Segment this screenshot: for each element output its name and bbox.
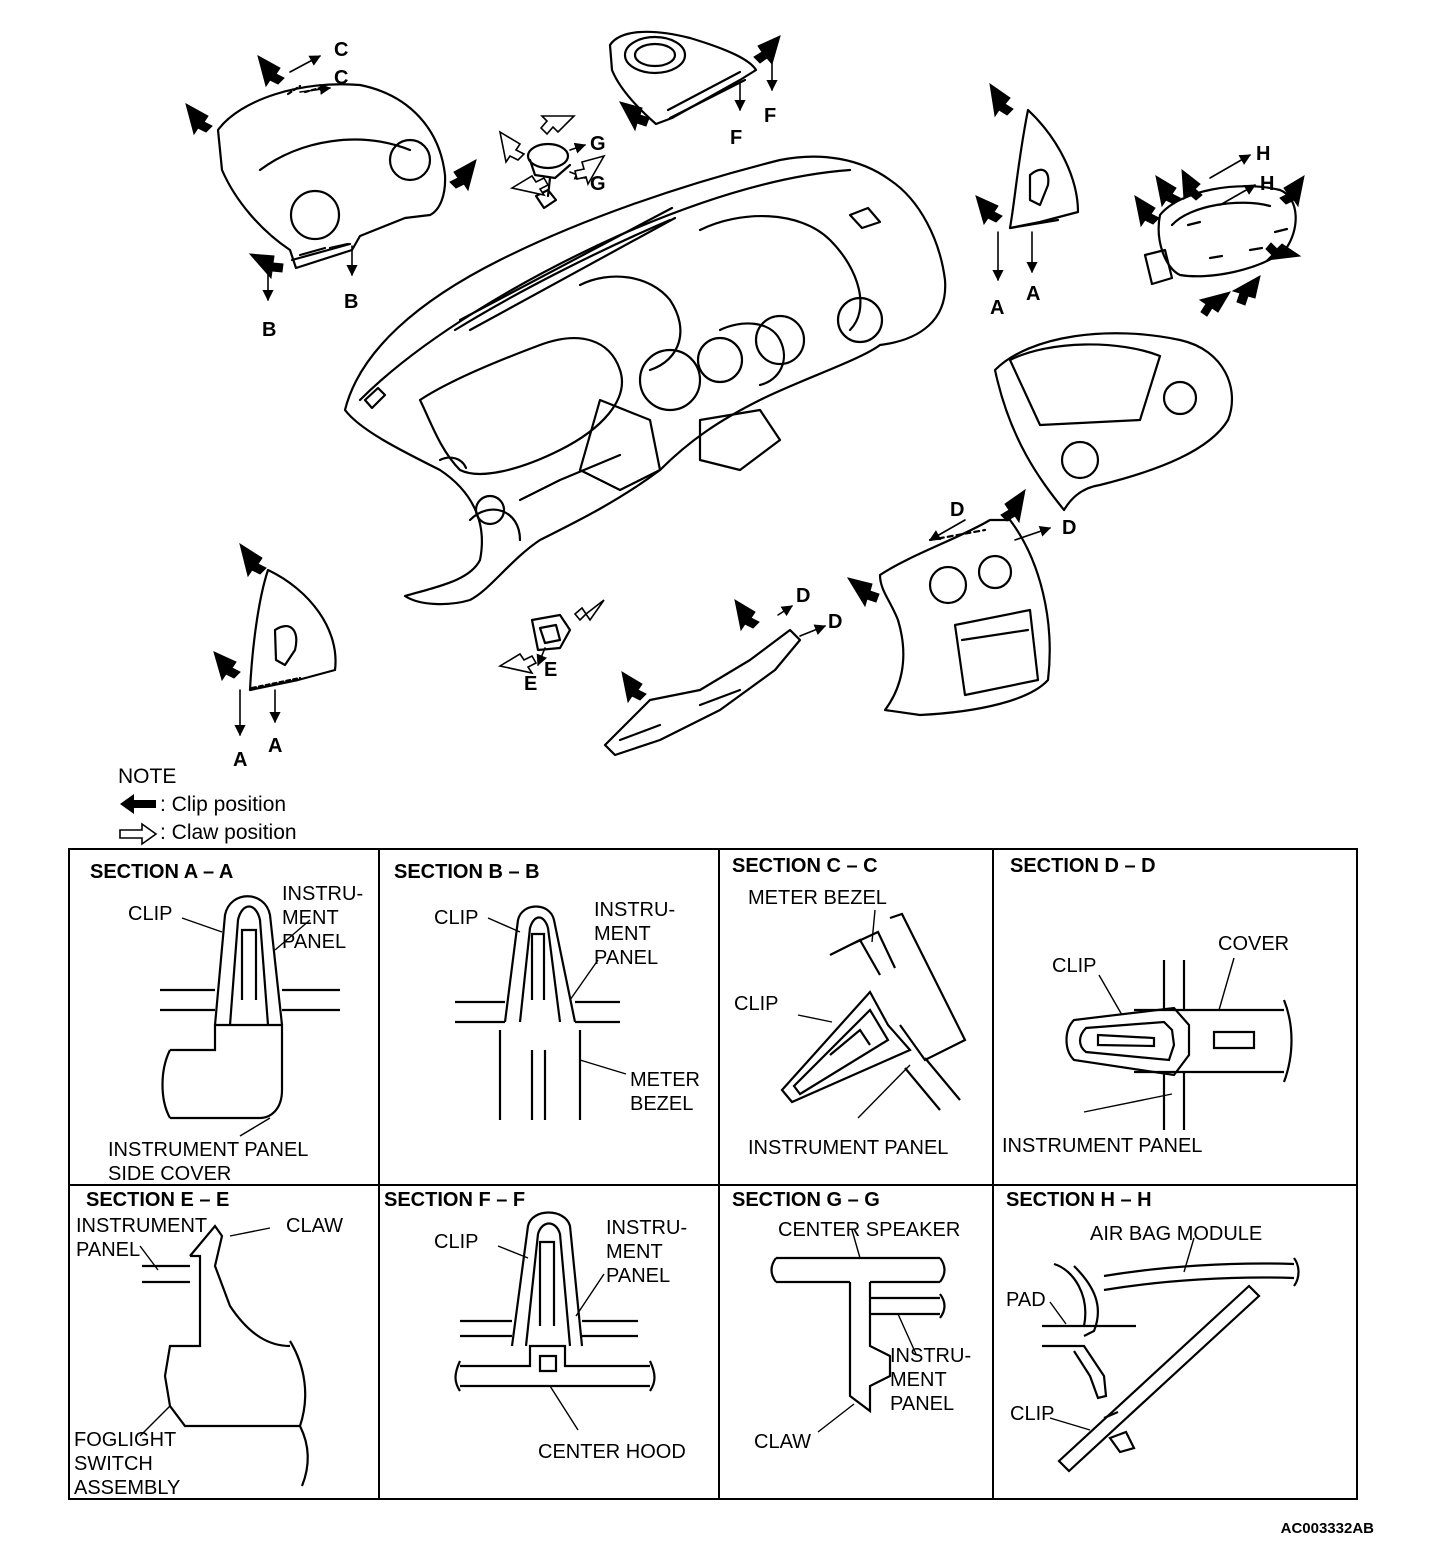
callout-f-2: F xyxy=(764,105,777,127)
section-f-instrument-panel-label: INSTRU- MENT PANEL xyxy=(606,1217,688,1287)
center-speaker-part xyxy=(526,142,572,210)
callout-g-1: G xyxy=(590,133,606,155)
section-h-drawing xyxy=(1042,1237,1300,1473)
section-g-drawing xyxy=(770,1229,946,1433)
section-d-panel: SECTION D – D CLIP COVER INSTRUMENT PANE… xyxy=(994,850,1356,1186)
section-e-instrument-panel-label: INSTRUMENT PANEL xyxy=(76,1215,208,1261)
foglight-switch-part xyxy=(530,613,572,652)
section-d-instrument-panel-label: INSTRUMENT PANEL xyxy=(1002,1135,1203,1157)
legend-clip-arrow xyxy=(120,794,156,814)
section-e-panel: SECTION E – E INSTRUMENT PANEL CLAW FOGL… xyxy=(70,1186,380,1499)
section-a-title: SECTION A – A xyxy=(90,861,234,883)
section-f-drawing xyxy=(454,1211,656,1431)
section-details-grid: SECTION A – A CLIP INSTRU- MENT PANEL IN… xyxy=(68,848,1358,1500)
callout-a-4: A xyxy=(268,735,283,757)
section-f-clip-label: CLIP xyxy=(434,1231,479,1253)
center-panel-right xyxy=(993,332,1233,512)
section-h-air-bag-label: AIR BAG MODULE xyxy=(1090,1223,1263,1245)
callout-d-4: D xyxy=(828,611,843,633)
instrument-panel-main xyxy=(343,155,947,606)
section-a-panel: SECTION A – A CLIP INSTRU- MENT PANEL IN… xyxy=(70,850,380,1186)
section-c-panel: SECTION C – C METER BEZEL CLIP INSTRUMEN… xyxy=(720,850,994,1186)
section-d-drawing xyxy=(1065,957,1293,1130)
section-g-claw-label: CLAW xyxy=(754,1431,812,1453)
figure-code: AC003332AB xyxy=(1280,1520,1374,1537)
right-side-cover-upper xyxy=(1008,108,1080,230)
section-f-center-hood-label: CENTER HOOD xyxy=(538,1441,686,1463)
legend-title: NOTE xyxy=(118,765,177,788)
section-c-drawing xyxy=(780,909,967,1119)
callout-a-3: A xyxy=(233,749,248,771)
legend-clip-label: : Clip position xyxy=(160,793,287,816)
section-b-meter-bezel-label: METER BEZEL xyxy=(630,1069,700,1115)
callout-h-2: H xyxy=(1260,173,1275,195)
section-a-side-cover-label: INSTRUMENT PANEL SIDE COVER xyxy=(108,1139,309,1185)
section-g-instrument-panel-label: INSTRU- MENT PANEL xyxy=(890,1345,972,1415)
section-g-title: SECTION G – G xyxy=(732,1189,880,1211)
section-h-panel: SECTION H – H AIR BAG MODULE PAD CLIP xyxy=(994,1186,1356,1498)
section-c-meter-bezel-label: METER BEZEL xyxy=(748,887,887,909)
callout-d-1: D xyxy=(950,499,965,521)
section-c-title: SECTION C – C xyxy=(732,855,878,877)
section-d-title: SECTION D – D xyxy=(1010,855,1156,877)
section-b-panel: SECTION B – B CLIP INSTRU- MENT PANEL ME… xyxy=(380,850,720,1186)
section-c-instrument-panel-label: INSTRUMENT PANEL xyxy=(748,1137,949,1159)
section-b-drawing xyxy=(455,905,627,1120)
callout-c-1: C xyxy=(334,39,349,61)
section-a-drawing xyxy=(160,895,340,1137)
callout-c-2: C xyxy=(334,67,349,89)
section-b-instrument-panel-label: INSTRU- MENT PANEL xyxy=(594,899,676,969)
section-e-drawing xyxy=(139,1224,309,1487)
callout-d-3: D xyxy=(796,585,811,607)
callout-a-1: A xyxy=(990,297,1005,319)
section-a-clip-label: CLIP xyxy=(128,903,173,925)
section-g-center-speaker-label: CENTER SPEAKER xyxy=(778,1219,961,1241)
callout-e-1: E xyxy=(524,673,538,695)
meter-hood-part xyxy=(216,83,447,270)
callout-a-2: A xyxy=(1026,283,1041,305)
callout-e-2: E xyxy=(544,659,558,681)
section-c-clip-label: CLIP xyxy=(734,993,779,1015)
section-f-title: SECTION F – F xyxy=(384,1189,526,1211)
callout-f-1: F xyxy=(730,127,743,149)
section-h-title: SECTION H – H xyxy=(1006,1189,1152,1211)
callout-h-1: H xyxy=(1256,143,1271,165)
center-switch-panel xyxy=(878,518,1051,717)
claw-position-arrows xyxy=(119,115,606,846)
callout-leaders xyxy=(234,55,1256,737)
section-h-clip-label: CLIP xyxy=(1010,1403,1055,1425)
section-d-cover-label: COVER xyxy=(1218,933,1290,955)
section-d-clip-label: CLIP xyxy=(1052,955,1097,977)
left-side-cover xyxy=(248,568,337,692)
section-g-panel: SECTION G – G CENTER SPEAKER CLAW INSTRU… xyxy=(720,1186,994,1498)
section-f-panel: SECTION F – F CLIP INSTRU- MENT PANEL CE… xyxy=(380,1186,720,1498)
lower-trim-strip xyxy=(603,628,802,757)
section-b-title: SECTION B – B xyxy=(394,861,540,883)
section-h-pad-label: PAD xyxy=(1006,1289,1046,1311)
section-a-instrument-panel-label: INSTRU- MENT PANEL xyxy=(282,883,364,953)
upper-vent-panel xyxy=(608,30,758,126)
legend-claw-label: : Claw position xyxy=(160,821,297,844)
callout-g-2: G xyxy=(590,173,606,195)
section-e-claw-label: CLAW xyxy=(286,1215,344,1237)
callout-d-2: D xyxy=(1062,517,1077,539)
section-e-title: SECTION E – E xyxy=(86,1189,230,1211)
section-b-clip-label: CLIP xyxy=(434,907,479,929)
callout-b-1: B xyxy=(262,319,277,341)
clip-position-arrows xyxy=(185,35,1305,704)
section-e-foglight-label: FOGLIGHT SWITCH ASSEMBLY xyxy=(74,1429,181,1499)
callout-b-2: B xyxy=(344,291,359,313)
